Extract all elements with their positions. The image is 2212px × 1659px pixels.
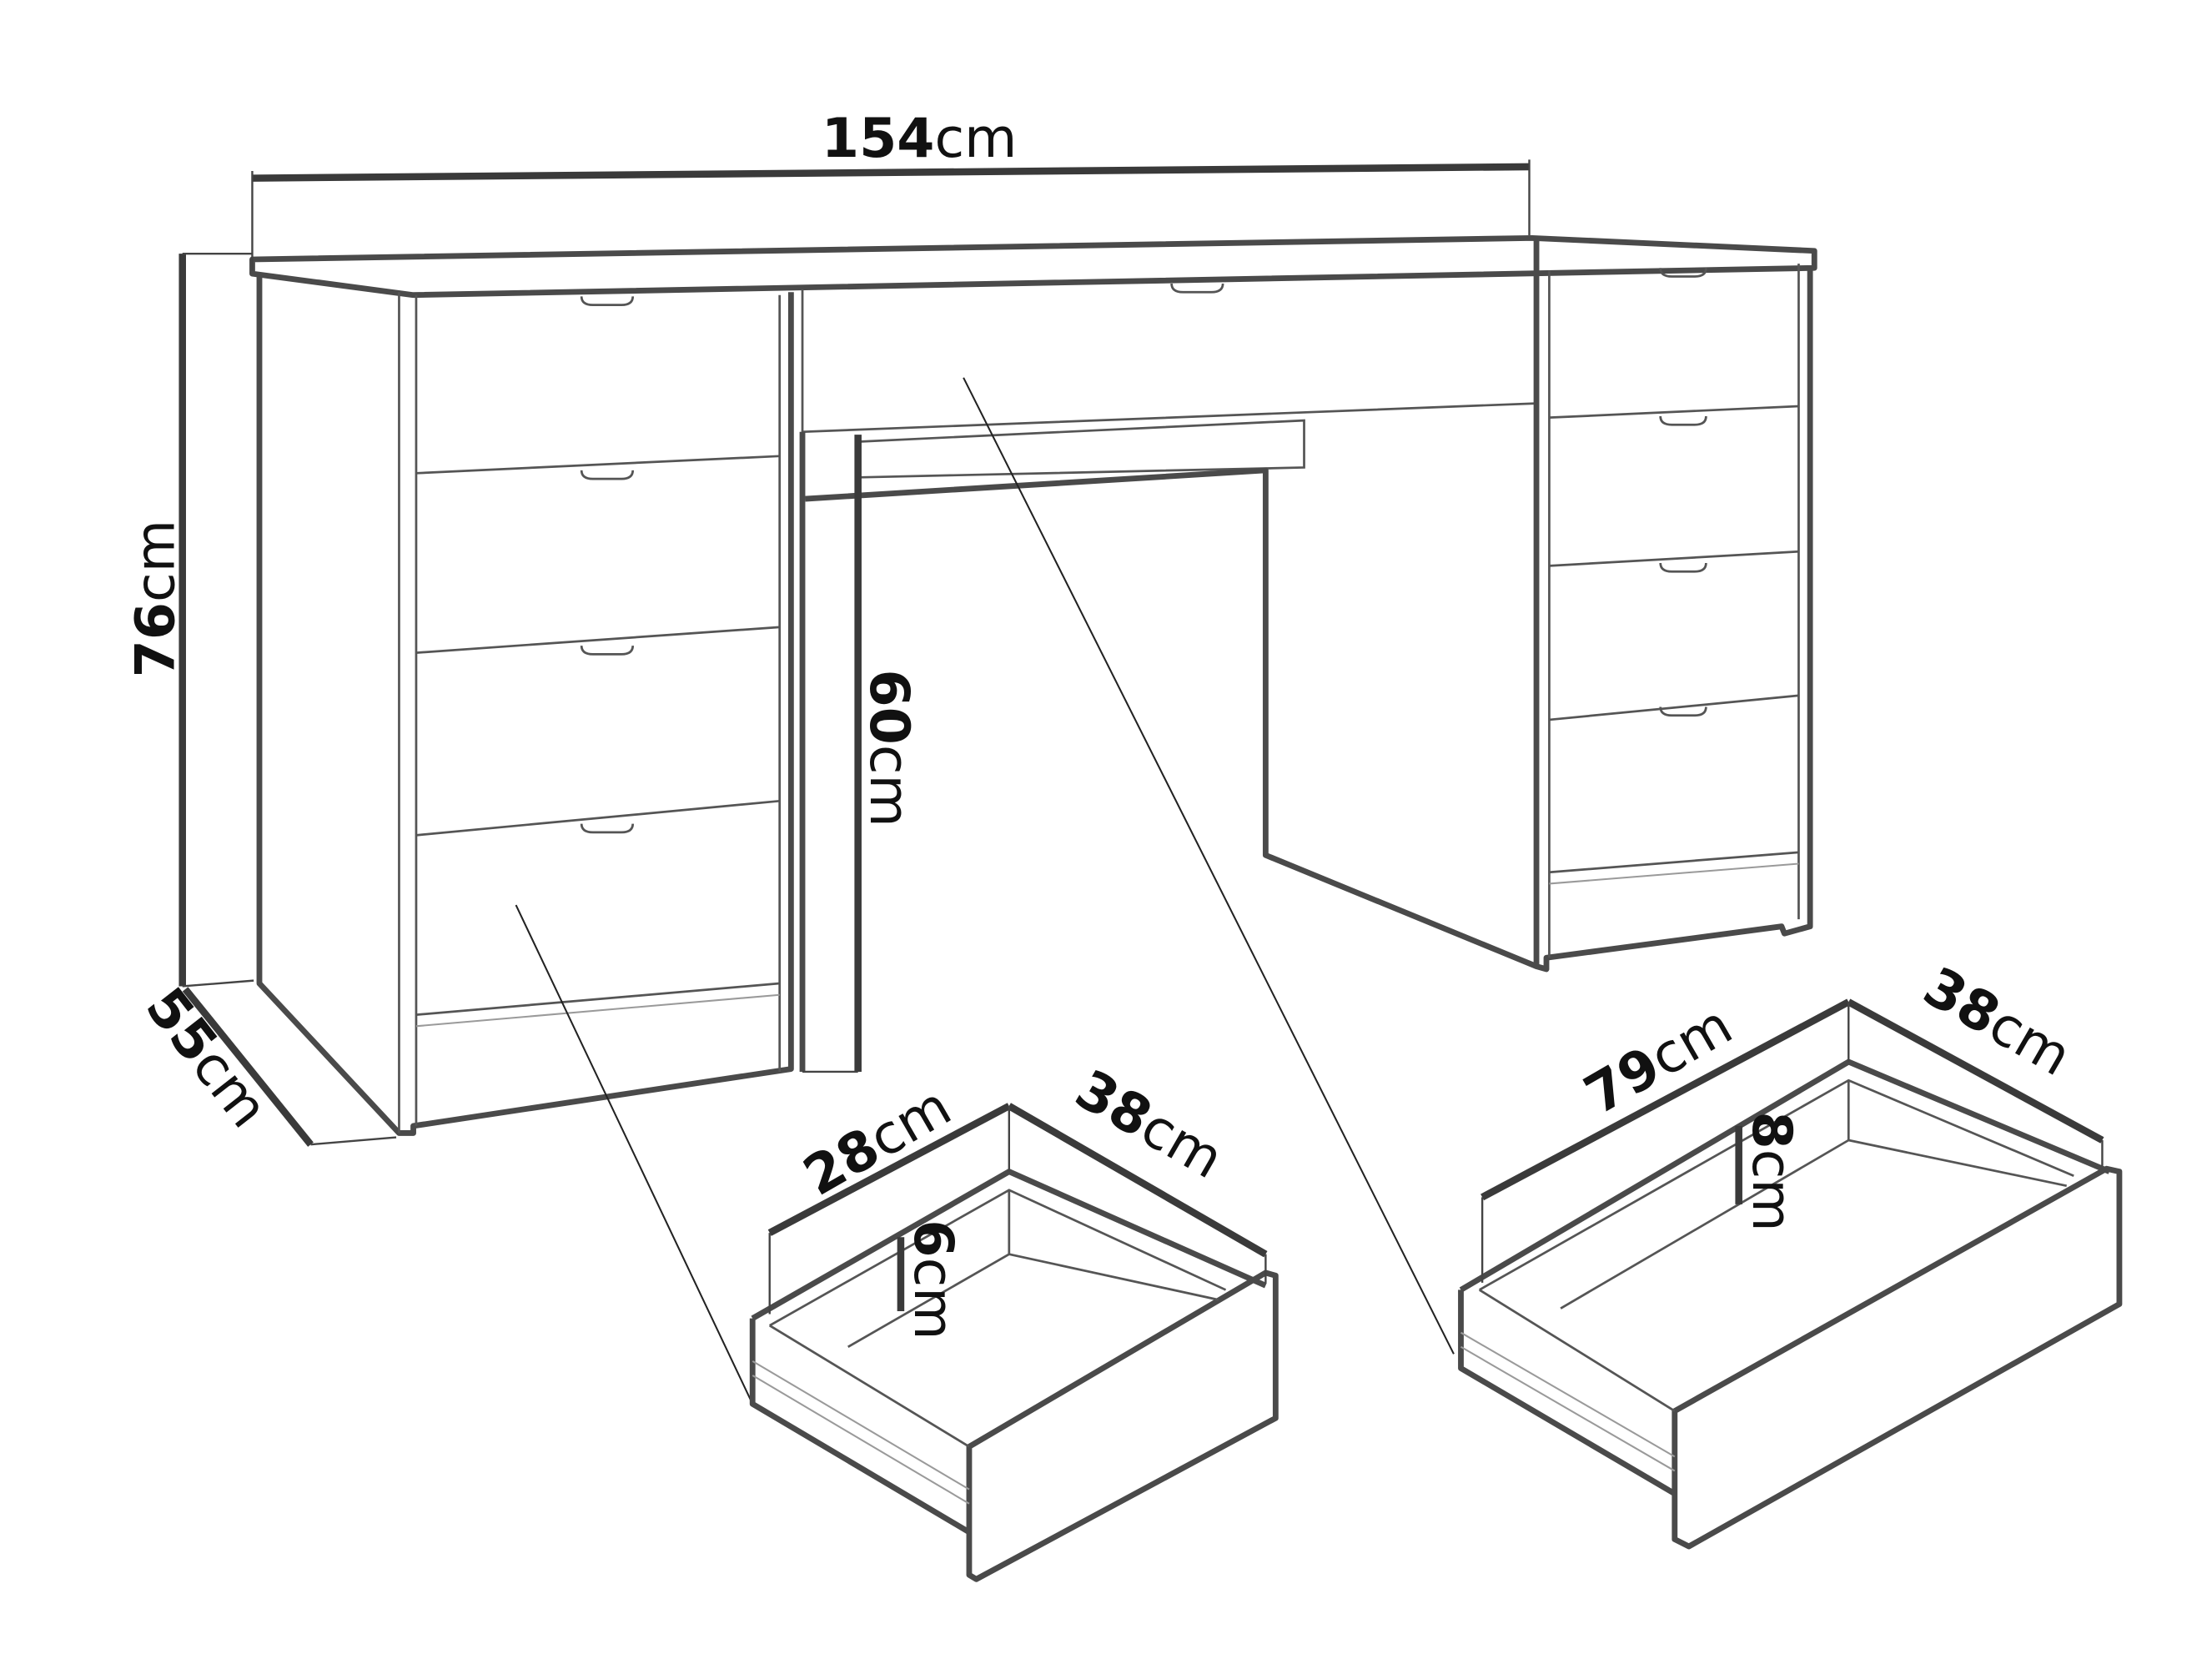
handle-icon xyxy=(1170,283,1224,294)
leader-line-small-drawer xyxy=(515,904,754,1405)
handle-icon xyxy=(1659,562,1707,573)
width-dimension-line xyxy=(252,163,1530,182)
small-drawer-runner xyxy=(752,1375,970,1505)
knee-clearance-label: 60cm xyxy=(857,669,920,827)
large-drawer-runner xyxy=(1460,1345,1676,1472)
left-kick-plate-line xyxy=(415,993,780,1028)
desk-width-label: 154cm xyxy=(822,108,1017,170)
handle-icon xyxy=(1659,415,1707,426)
value: 76 xyxy=(124,602,187,677)
leader-line-large-drawer xyxy=(963,377,1455,1355)
small-drawer-height-label: 6cm xyxy=(902,1219,964,1340)
small-drawer-runner xyxy=(752,1360,970,1491)
value: 8 xyxy=(1740,1112,1802,1149)
depth-dimension-line xyxy=(182,987,314,1147)
large-drawer-width-line xyxy=(1481,998,1851,1201)
handle-icon xyxy=(580,296,635,307)
right-kick-plate xyxy=(1549,851,1799,874)
large-drawer-front xyxy=(1672,1165,2123,1550)
handle-icon xyxy=(1659,268,1707,278)
tick xyxy=(182,979,254,988)
unit: cm xyxy=(934,108,1017,170)
unit: cm xyxy=(902,1258,964,1340)
left-pedestal-outline xyxy=(256,274,794,1136)
modesty-panel xyxy=(855,419,1305,479)
dimension-lines xyxy=(178,159,1531,1147)
handle-icon xyxy=(580,470,635,480)
small-drawer-depth-line xyxy=(1007,1103,1268,1258)
tick xyxy=(310,1136,397,1146)
large-drawer-depth-label: 38cm xyxy=(1913,956,2081,1089)
desk-drawing xyxy=(249,234,1817,1136)
small-drawer-drawing xyxy=(749,1103,1279,1582)
small-drawer-depth-label: 38cm xyxy=(1065,1058,1233,1192)
value: 60 xyxy=(857,669,920,744)
unit: cm xyxy=(857,745,920,827)
small-drawer-side xyxy=(749,1318,971,1535)
handle-icon xyxy=(580,645,635,656)
small-drawer-rim xyxy=(751,1169,1267,1321)
small-drawer-side-inner xyxy=(769,1324,970,1448)
right-pedestal-outline xyxy=(1533,239,1813,973)
center-drawer xyxy=(801,289,1537,434)
desk-depth-label: 55cm xyxy=(133,977,280,1139)
rear-panel-outline xyxy=(805,467,1538,969)
unit: cm xyxy=(124,520,187,602)
left-kick-plate xyxy=(415,982,780,1017)
unit: cm xyxy=(1740,1149,1802,1232)
small-drawer-width-label: 28cm xyxy=(793,1075,961,1209)
large-drawer-side xyxy=(1458,1289,1677,1496)
large-drawer-side-inner xyxy=(1478,1289,1676,1412)
small-drawer-inner-rim xyxy=(769,1189,1227,1327)
handle-icon xyxy=(580,823,635,834)
large-drawer-height-label: 8cm xyxy=(1740,1112,1802,1232)
right-drawer-separator xyxy=(1549,405,1799,420)
large-drawer-floor xyxy=(1848,1139,2067,1188)
value: 154 xyxy=(822,108,935,170)
small-drawer-front xyxy=(966,1269,1279,1582)
right-drawer-separator xyxy=(1549,694,1799,721)
left-drawer-separator xyxy=(415,626,780,654)
left-drawer-separator xyxy=(415,799,780,837)
handle-icon xyxy=(1659,706,1707,717)
desktop xyxy=(249,234,1817,299)
large-drawer-inner-back xyxy=(1560,1080,1850,1310)
small-drawer-width-line xyxy=(767,1103,1011,1236)
value: 6 xyxy=(902,1219,964,1257)
large-drawer-runner xyxy=(1460,1331,1676,1458)
large-drawer-drawing xyxy=(1458,998,2123,1550)
left-drawer-separator xyxy=(415,455,780,475)
desk-height-label: 76cm xyxy=(124,520,187,677)
right-drawer-separator xyxy=(1549,550,1799,567)
small-drawer-floor xyxy=(1008,1253,1219,1301)
large-drawer-depth-line xyxy=(1847,998,2104,1144)
right-kick-plate-line xyxy=(1549,862,1799,885)
